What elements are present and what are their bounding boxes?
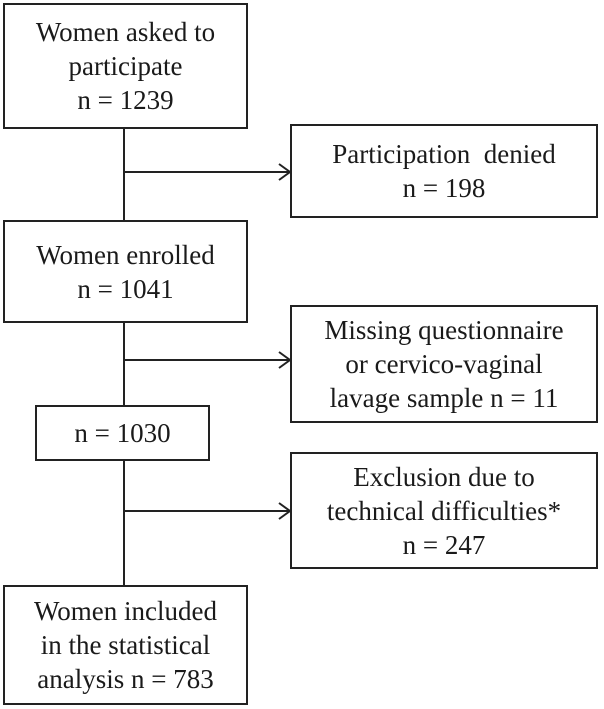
box-missing-line-3: lavage sample n = 11	[329, 383, 559, 413]
box-participation-denied-line-2: n = 198	[402, 173, 486, 203]
box-women-enrolled-line-2: n = 1041	[77, 273, 174, 304]
box-exclusion-technical: Exclusion due to technical difficulties*…	[290, 452, 598, 569]
box-participation-denied-line-1: Participation denied	[332, 139, 556, 169]
box-women-included-line-3: analysis n = 783	[37, 664, 214, 694]
box-exclusion-line-2: technical difficulties*	[326, 495, 562, 526]
box-missing-line-1: Missing questionnaire	[324, 315, 564, 345]
box-women-asked: Women asked to participate n = 1239	[3, 3, 248, 129]
box-n-1030: n = 1030	[35, 405, 210, 461]
box-participation-denied: Participation denied n = 198	[290, 124, 598, 218]
box-n-1030-line-1: n = 1030	[74, 418, 171, 448]
box-missing-questionnaire: Missing questionnaire or cervico-vaginal…	[290, 305, 598, 423]
box-exclusion-line-1: Exclusion due to	[353, 461, 535, 492]
box-women-included-line-1: Women included	[33, 596, 218, 626]
box-exclusion-line-3: n = 247	[402, 529, 486, 560]
box-women-included: Women included in the statistical analys…	[3, 585, 248, 705]
box-women-enrolled: Women enrolled n = 1041	[3, 220, 248, 323]
box-women-included-line-2: in the statistical	[40, 630, 211, 660]
box-women-asked-line-2: participate	[68, 51, 183, 81]
box-women-enrolled-line-1: Women enrolled	[36, 239, 215, 270]
box-women-asked-line-1: Women asked to	[35, 17, 216, 47]
box-missing-line-2: or cervico-vaginal	[345, 349, 543, 379]
box-women-asked-line-3: n = 1239	[77, 85, 174, 115]
